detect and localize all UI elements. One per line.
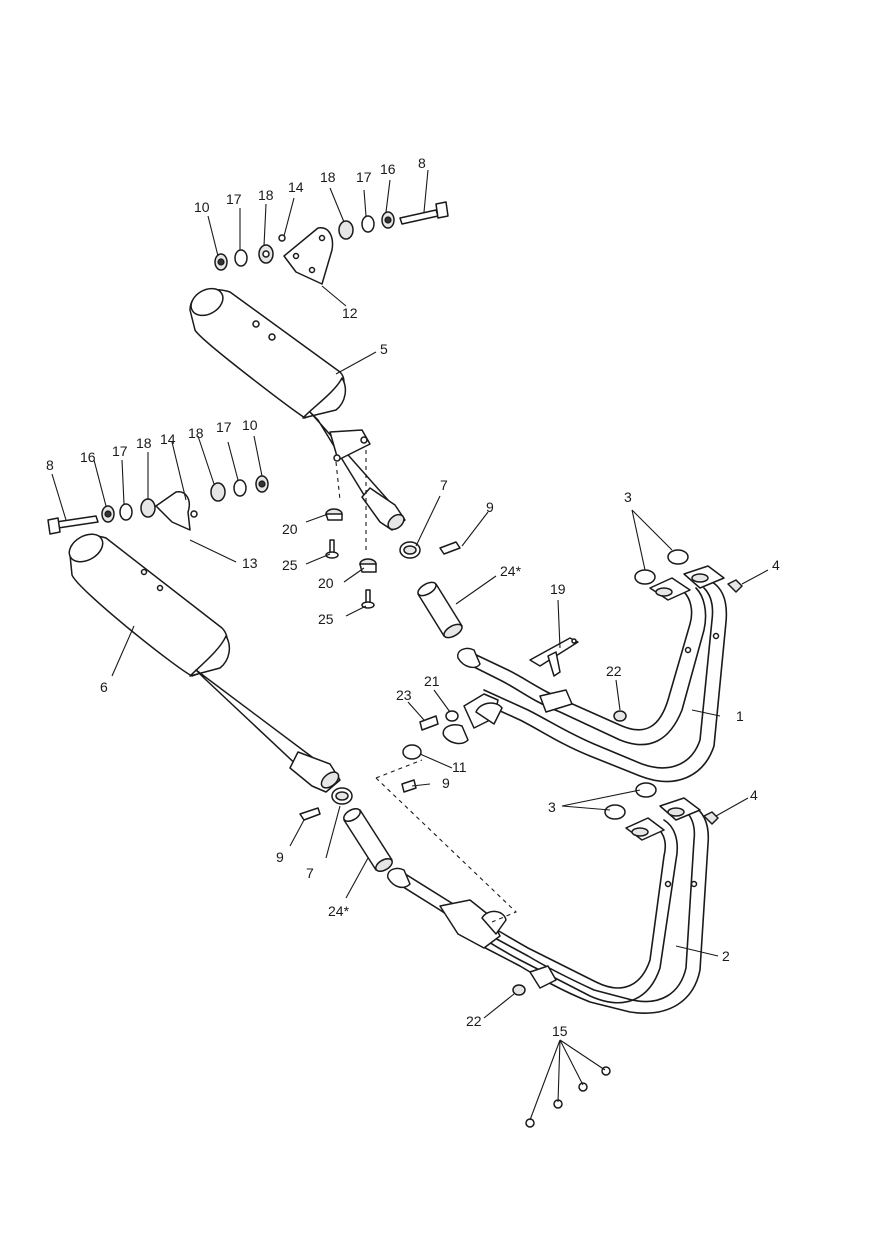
- callout-20a: 20: [282, 521, 298, 537]
- leader-lines: [51, 169, 769, 1121]
- callout-12: 12: [342, 305, 358, 321]
- header-pipe-1: [442, 565, 728, 783]
- callout-5: 5: [380, 341, 388, 357]
- misc-hardware: [512, 549, 743, 1128]
- callout-22a: 22: [606, 663, 622, 679]
- callout-21: 21: [424, 673, 440, 689]
- callout-25a: 25: [282, 557, 298, 573]
- callout-6: 6: [100, 679, 108, 695]
- callout-16a: 16: [380, 161, 396, 177]
- callout-13: 13: [242, 555, 258, 571]
- callout-24a: 24*: [500, 563, 522, 579]
- callout-1: 1: [736, 708, 744, 724]
- silencer-lower: [68, 533, 341, 793]
- dashed-route: [375, 759, 517, 923]
- callout-14b: 14: [160, 431, 176, 447]
- callout-4a: 4: [772, 557, 780, 573]
- callout-8b: 8: [46, 457, 54, 473]
- callout-18b: 18: [320, 169, 336, 185]
- callout-10b: 10: [242, 417, 258, 433]
- callout-2: 2: [722, 948, 730, 964]
- callout-8a: 8: [418, 155, 426, 171]
- upper-mount-hardware: [214, 201, 449, 285]
- callout-17b: 17: [356, 169, 372, 185]
- callout-14a: 14: [288, 179, 304, 195]
- callout-17d: 17: [216, 419, 232, 435]
- callout-24b: 24*: [328, 903, 350, 919]
- callout-22b: 22: [466, 1013, 482, 1029]
- callout-18c: 18: [136, 435, 152, 451]
- callout-18a: 18: [258, 187, 274, 203]
- callout-3b: 3: [548, 799, 556, 815]
- callout-20b: 20: [318, 575, 334, 591]
- callout-4b: 4: [750, 787, 758, 803]
- sleeves: [343, 581, 463, 872]
- callout-9b: 9: [442, 775, 450, 791]
- callout-23: 23: [396, 687, 412, 703]
- callout-17c: 17: [112, 443, 128, 459]
- callout-7a: 7: [440, 477, 448, 493]
- header-pipe-2: [387, 797, 710, 1014]
- callout-labels: 1 2 3 3 4 4 5 6 7 7 8 8 9 9 9 10 10 11 1…: [46, 155, 780, 1039]
- callout-25b: 25: [318, 611, 334, 627]
- callout-10a: 10: [194, 199, 210, 215]
- callout-3a: 3: [624, 489, 632, 505]
- callout-9a: 9: [486, 499, 494, 515]
- callout-17a: 17: [226, 191, 242, 207]
- callout-9c: 9: [276, 849, 284, 865]
- silencer-upper: [189, 287, 406, 531]
- lower-mount-hardware: [47, 475, 269, 535]
- callout-15: 15: [552, 1023, 568, 1039]
- callout-19: 19: [550, 581, 566, 597]
- callout-7b: 7: [306, 865, 314, 881]
- callout-18d: 18: [188, 425, 204, 441]
- callout-16b: 16: [80, 449, 96, 465]
- rubber-mounts: [325, 450, 377, 609]
- callout-11: 11: [452, 759, 467, 775]
- clamps-and-bolts: [299, 541, 461, 821]
